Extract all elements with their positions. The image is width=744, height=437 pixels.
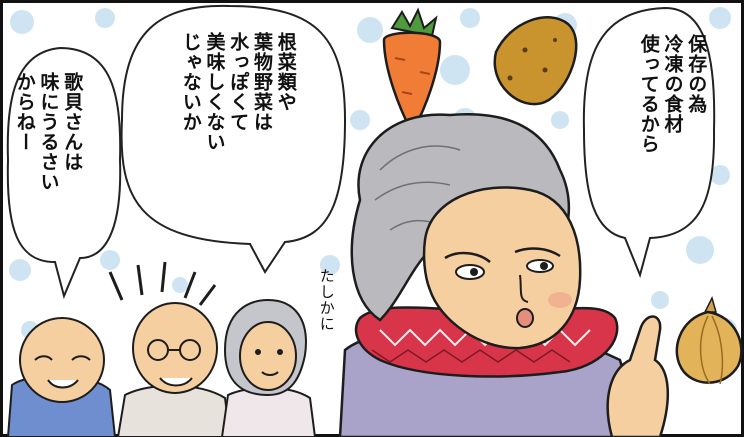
carrot-icon — [382, 7, 442, 135]
grandmother-character — [338, 113, 669, 437]
speech-text-left: 歌貝さんは 味にうるさい からねー — [13, 72, 84, 192]
speech-bubble-left — [6, 46, 122, 300]
speech-text-right: 保存の為 冷凍の食材 使ってるから — [637, 34, 708, 154]
pointing-hand — [606, 315, 669, 437]
speech-bubble-center — [120, 4, 347, 274]
speech-text-center: 根菜類や 葉物野菜は 水っぽくて 美味しくない じゃないか — [179, 32, 297, 152]
speech-bubble-right — [582, 6, 716, 279]
onion-icon — [675, 295, 743, 385]
potato-icon — [493, 16, 578, 106]
speech-text-small: たしかに — [317, 268, 336, 332]
glasses-man-character — [108, 261, 232, 437]
gray-haired-woman-character — [220, 298, 317, 437]
face — [422, 186, 582, 350]
bald-man-character — [6, 317, 117, 437]
